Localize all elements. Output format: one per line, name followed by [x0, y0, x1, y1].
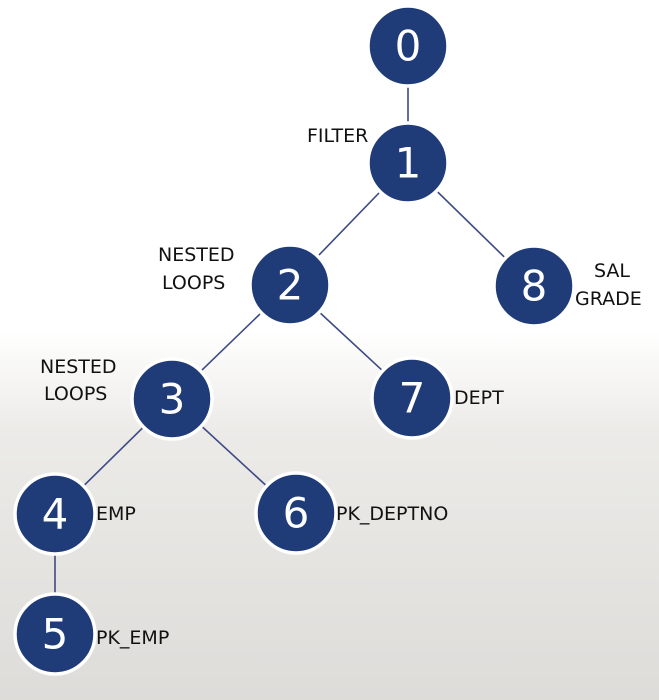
node-2-circle	[248, 243, 332, 327]
node-4-operation-label: EMP	[96, 503, 136, 525]
node-5-operation-label: PK_EMP	[96, 627, 169, 649]
node-2-number: 2	[277, 261, 304, 310]
tree-node-8: 8 SAL GRADE	[492, 244, 642, 328]
node-6-circle	[254, 471, 338, 555]
node-4-circle	[13, 472, 97, 556]
tree-node-0: 0	[366, 4, 450, 88]
node-7-circle	[370, 356, 454, 440]
tree-node-7: 7 DEPT	[370, 356, 504, 440]
tree-node-1: 1 FILTER	[307, 121, 450, 205]
node-6-operation-label: PK_DEPTNO	[336, 503, 448, 525]
node-2-operation-label-line-2: LOOPS	[162, 272, 225, 294]
tree-node-3: 3 NESTED LOOPS	[40, 356, 214, 441]
node-3-circle	[130, 357, 214, 441]
node-8-number: 8	[521, 262, 548, 311]
tree-node-6: 6 PK_DEPTNO	[254, 471, 448, 555]
node-5-number: 5	[42, 610, 69, 659]
node-6-number: 6	[283, 489, 310, 538]
node-3-number: 3	[159, 375, 186, 424]
tree-node-4: 4 EMP	[13, 472, 136, 556]
tree-node-5: 5 PK_EMP	[13, 592, 169, 676]
node-0-number: 0	[395, 22, 422, 71]
tree-node-2: 2 NESTED LOOPS	[158, 243, 332, 327]
node-3-operation-label-line-1: NESTED	[40, 356, 117, 378]
node-8-circle	[492, 244, 576, 328]
node-3-operation-label-line-2: LOOPS	[44, 383, 107, 405]
node-2-operation-label-line-1: NESTED	[158, 244, 235, 266]
node-4-number: 4	[42, 490, 69, 539]
node-1-operation-label: FILTER	[307, 125, 368, 147]
node-7-number: 7	[399, 374, 426, 423]
node-1-number: 1	[395, 139, 422, 188]
node-0-circle	[366, 4, 450, 88]
node-5-circle	[13, 592, 97, 676]
node-7-operation-label: DEPT	[454, 387, 504, 409]
node-8-operation-label-line-1: SAL	[594, 260, 630, 282]
node-8-operation-label-line-2: GRADE	[575, 288, 642, 310]
node-1-circle	[366, 121, 450, 205]
